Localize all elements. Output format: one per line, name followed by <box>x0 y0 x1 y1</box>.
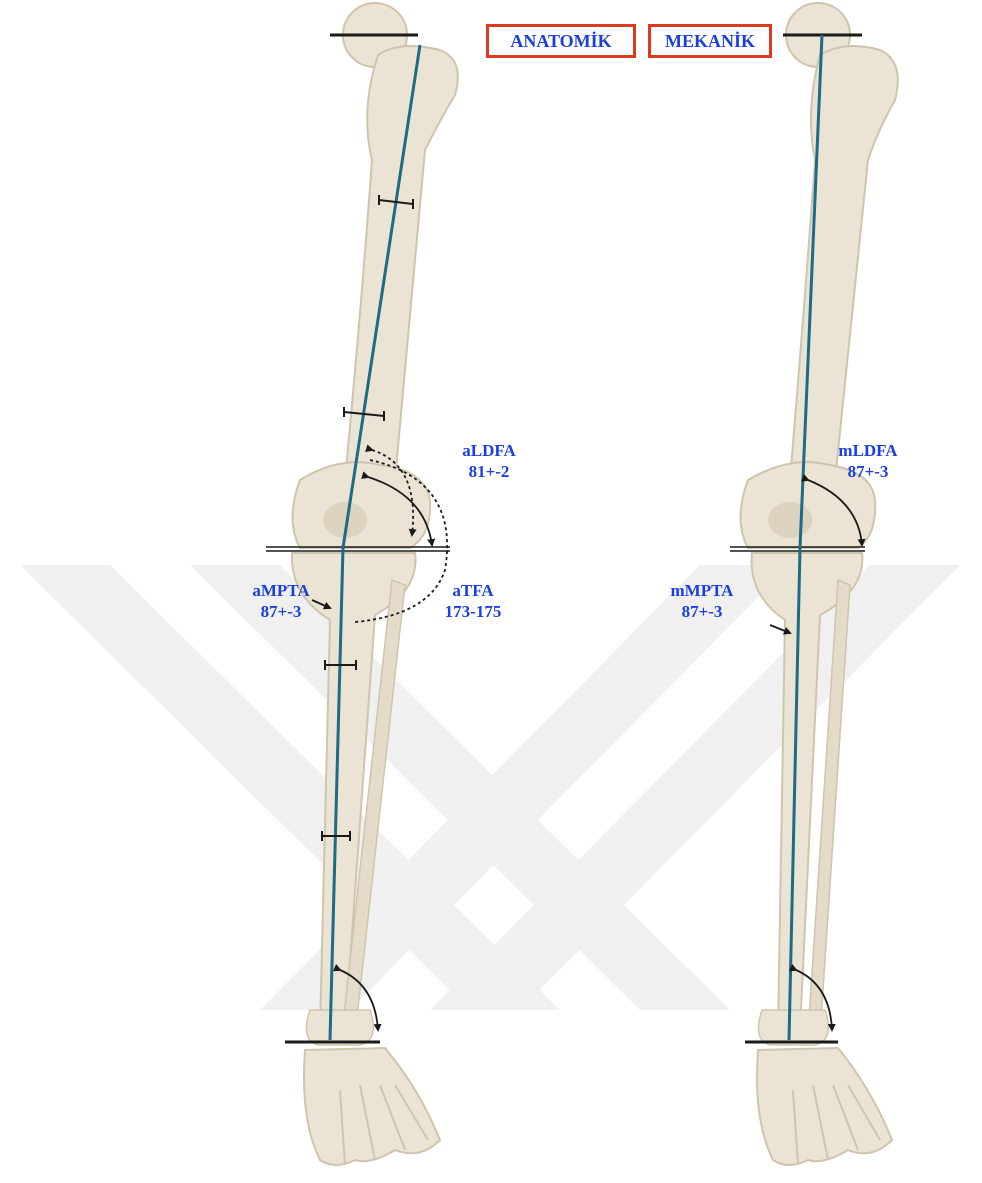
left-femur <box>293 3 458 548</box>
mechanical-title: MEKANİK <box>665 31 755 51</box>
atfa-label: aTFA 173-175 <box>428 580 518 622</box>
mldfa-label: mLDFA 87+-3 <box>828 440 908 482</box>
mmpta-name: mMPTA <box>662 580 742 601</box>
ampta-name: aMPTA <box>248 580 314 601</box>
aldfa-value: 81+-2 <box>444 461 534 482</box>
aldfa-name: aLDFA <box>444 440 534 461</box>
left-foot <box>304 1048 440 1165</box>
ampta-label: aMPTA 87+-3 <box>248 580 314 622</box>
mldfa-name: mLDFA <box>828 440 908 461</box>
anatomic-title-box: ANATOMİK <box>486 24 636 58</box>
mechanical-title-box: MEKANİK <box>648 24 772 58</box>
mldfa-value: 87+-3 <box>828 461 908 482</box>
ampta-value: 87+-3 <box>248 601 314 622</box>
mmpta-value: 87+-3 <box>662 601 742 622</box>
mmpta-label: mMPTA 87+-3 <box>662 580 742 622</box>
aldfa-label: aLDFA 81+-2 <box>444 440 534 482</box>
anatomic-title: ANATOMİK <box>510 31 611 51</box>
atfa-name: aTFA <box>428 580 518 601</box>
right-tibia <box>752 553 863 1045</box>
right-foot <box>757 1048 892 1165</box>
atfa-value: 173-175 <box>428 601 518 622</box>
